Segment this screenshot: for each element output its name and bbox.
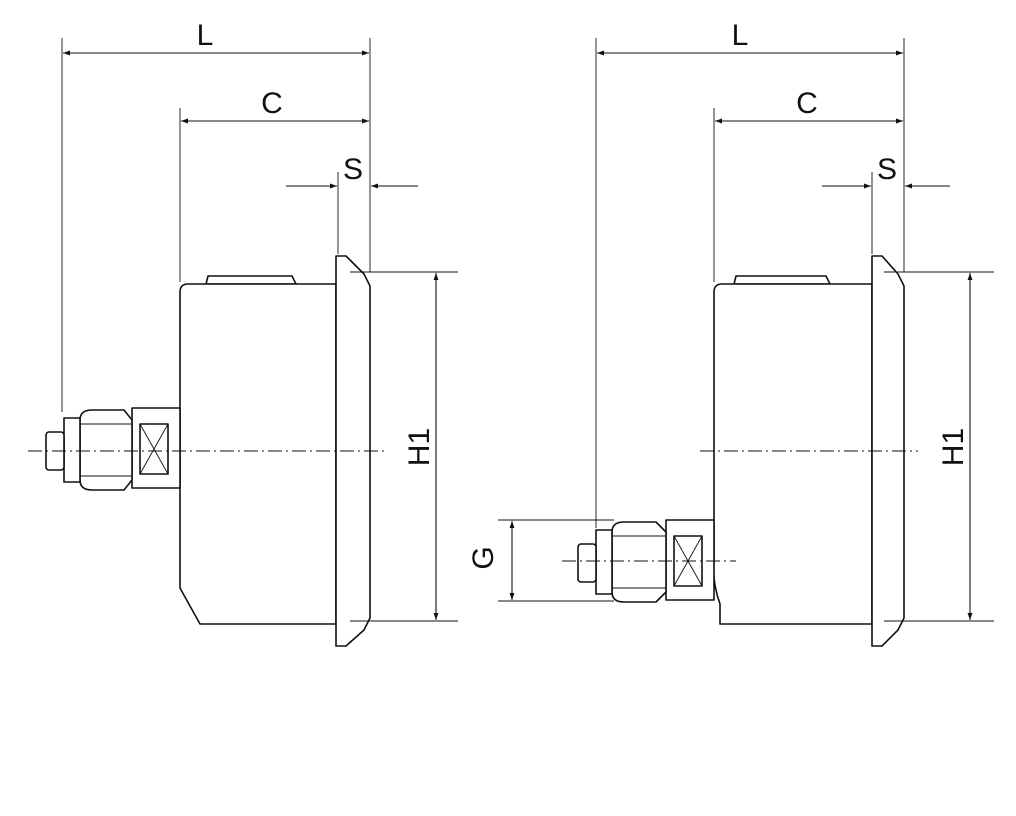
left-extension-lines <box>61 38 458 622</box>
right-extension-lines <box>498 38 994 622</box>
right-view: L C S H1 G <box>467 19 994 647</box>
right-label-c: C <box>796 87 818 120</box>
left-view: L C S H1 <box>28 19 458 647</box>
left-label-l: L <box>197 19 214 52</box>
right-label-h1: H1 <box>937 428 970 466</box>
left-connector <box>45 407 181 491</box>
left-label-c: C <box>261 87 283 120</box>
left-label-s: S <box>343 153 363 186</box>
right-label-l: L <box>732 19 749 52</box>
right-connector <box>577 519 715 603</box>
right-label-s: S <box>877 153 897 186</box>
left-label-h1: H1 <box>403 428 436 466</box>
right-label-g: G <box>467 546 500 569</box>
